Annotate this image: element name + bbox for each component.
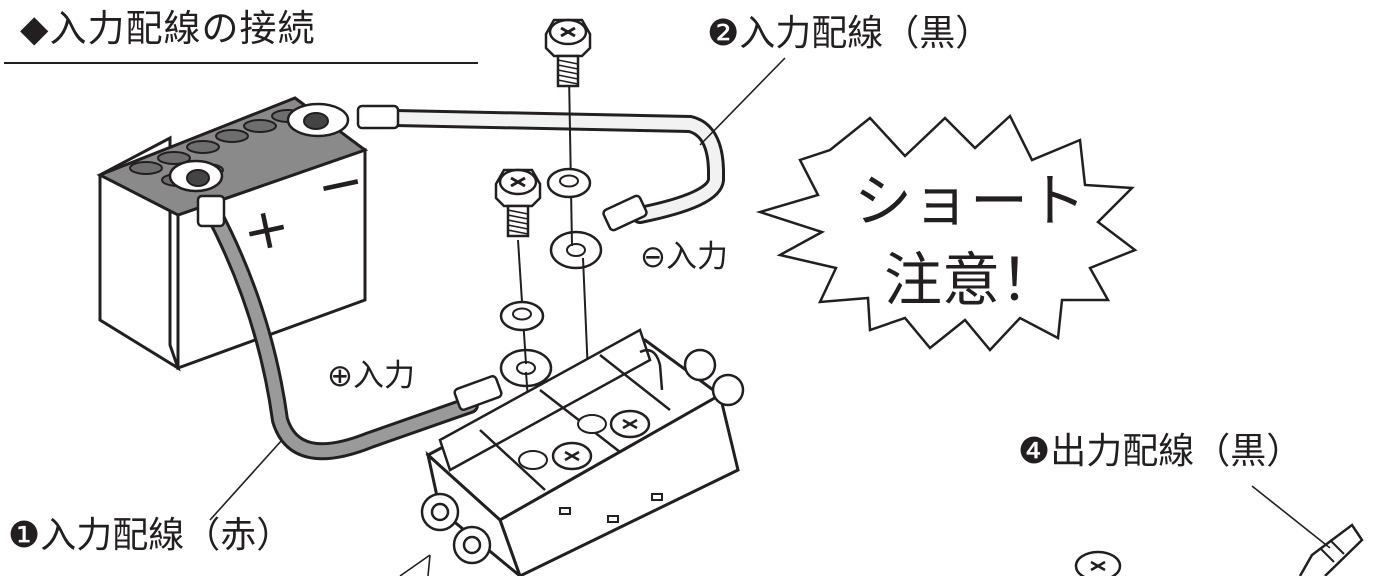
output-connector bbox=[1074, 523, 1364, 576]
input-red-label: ❶入力配線（赤） bbox=[8, 515, 293, 556]
input-black-label: ❷入力配線（黒） bbox=[707, 13, 992, 54]
input-cable-black bbox=[356, 104, 725, 270]
input-cable-red bbox=[196, 194, 553, 461]
warning-burst bbox=[755, 113, 1138, 352]
page-title: ◆入力配線の接続 bbox=[20, 7, 316, 50]
battery: + − bbox=[96, 96, 370, 372]
terminal-block bbox=[420, 328, 745, 576]
negative-input-label: ⊖入力 bbox=[640, 239, 728, 275]
output-black-label: ❹出力配線（黒） bbox=[1018, 431, 1303, 472]
warning-text-line2: 注意！ bbox=[884, 246, 1059, 314]
leader-lines bbox=[209, 57, 1331, 576]
title-underline bbox=[4, 62, 478, 64]
positive-input-label: ⊕入力 bbox=[327, 358, 415, 394]
warning-text-line1: ショート bbox=[854, 167, 1087, 235]
